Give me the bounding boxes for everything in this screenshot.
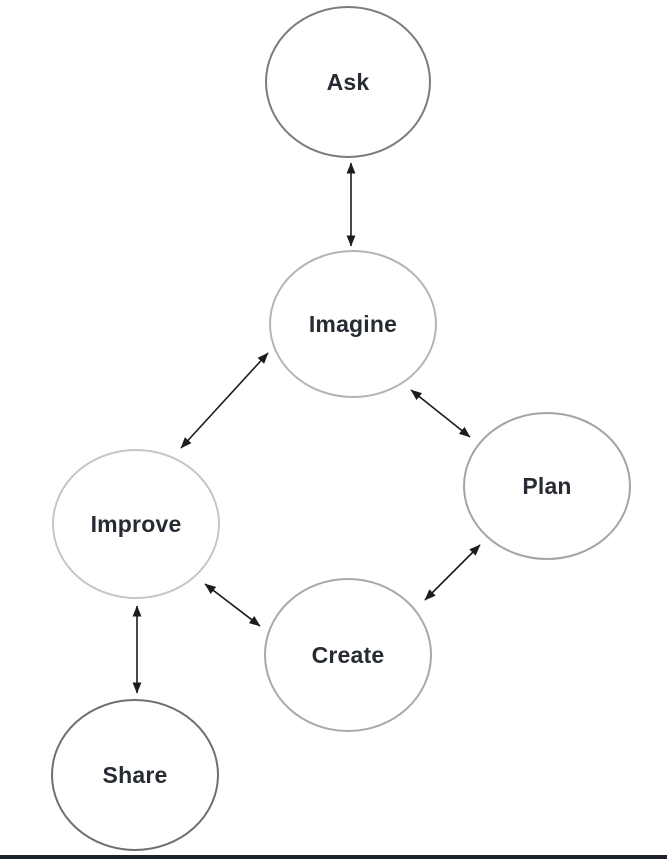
imagine-label: Imagine: [309, 311, 397, 337]
node-imagine: Imagine: [269, 250, 437, 398]
node-share: Share: [51, 699, 219, 851]
ask-label: Ask: [327, 69, 370, 95]
node-improve: Improve: [52, 449, 220, 599]
share-label: Share: [103, 762, 168, 788]
arrow-improve-create: [204, 583, 261, 627]
improve-label: Improve: [91, 511, 182, 537]
improve-circle: [52, 449, 220, 599]
arrow-imagine-plan: [410, 389, 471, 438]
plan-label: Plan: [522, 473, 571, 499]
arrow-plan-create: [424, 544, 481, 601]
plan-circle: [463, 412, 631, 560]
create-label: Create: [312, 642, 385, 668]
share-circle: [51, 699, 219, 851]
arrow-imagine-improve: [180, 352, 269, 449]
node-ask: Ask: [265, 6, 431, 158]
footer-divider-bar: [0, 855, 667, 859]
imagine-circle: [269, 250, 437, 398]
ask-circle: [265, 6, 431, 158]
node-plan: Plan: [463, 412, 631, 560]
node-create: Create: [264, 578, 432, 732]
create-circle: [264, 578, 432, 732]
